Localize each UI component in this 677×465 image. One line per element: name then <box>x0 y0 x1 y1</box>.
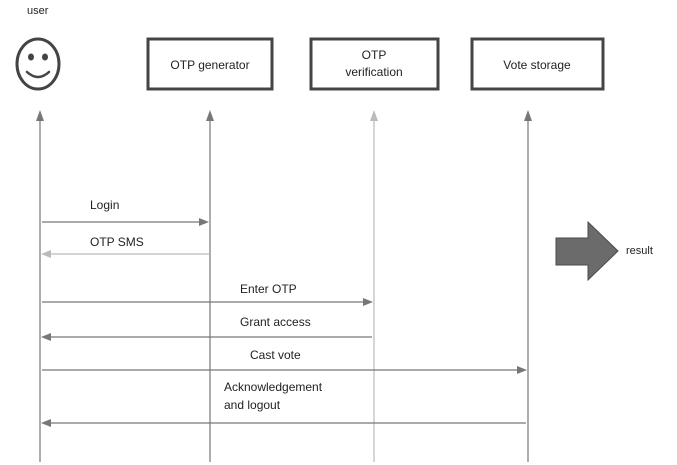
otp-generator-box: OTP generator <box>146 37 274 91</box>
login-message: Login <box>42 198 209 226</box>
user-lifeline <box>36 110 44 462</box>
acknowledgement-message: Acknowledgement and logout <box>41 380 526 427</box>
vote-storage-lifeline <box>524 110 532 462</box>
otp-sms-label: OTP SMS <box>90 235 144 249</box>
cast-vote-label: Cast vote <box>250 348 301 362</box>
otp-verification-lifeline <box>370 110 378 462</box>
cast-vote-message: Cast vote <box>42 348 527 374</box>
grant-access-message: Grant access <box>41 315 372 341</box>
acknowledgement-label-line1: Acknowledgement <box>224 380 323 394</box>
vote-storage-label: Vote storage <box>503 58 571 72</box>
enter-otp-message: Enter OTP <box>42 282 373 306</box>
grant-access-label: Grant access <box>240 315 311 329</box>
acknowledgement-label-line2: and logout <box>224 398 281 412</box>
otp-generator-label: OTP generator <box>170 58 249 72</box>
otp-verification-box: OTP verification <box>309 37 440 91</box>
smiley-face-icon <box>15 37 61 91</box>
otp-generator-lifeline <box>206 110 214 462</box>
enter-otp-label: Enter OTP <box>240 282 297 296</box>
otp-verification-label-line2: verification <box>345 65 402 79</box>
otp-sms-message: OTP SMS <box>41 235 209 258</box>
result-label: result <box>626 245 653 257</box>
result-arrow-icon <box>555 220 619 282</box>
otp-verification-label-line1: OTP <box>362 48 387 62</box>
user-label: user <box>27 5 49 17</box>
login-label: Login <box>90 198 119 212</box>
vote-storage-box: Vote storage <box>470 37 605 91</box>
